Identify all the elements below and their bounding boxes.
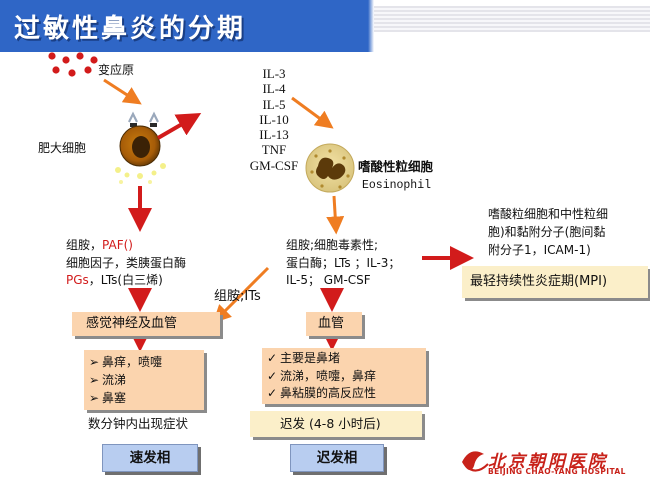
arrow-bullet-icon: ➢ <box>89 391 100 405</box>
list-item: ✓流涕，喷嚏，鼻痒 <box>267 368 426 386</box>
early-med-lts: ，LTs(白三烯) <box>88 273 163 287</box>
mast-cell-icon <box>115 111 166 184</box>
mechanism-line1: 嗜酸粒细胞和中性粒细 <box>488 207 609 221</box>
eosinophil-sublabel: Eosinophil <box>362 179 432 192</box>
mediator-item: IL-3 <box>262 66 286 81</box>
check-icon: ✓ <box>267 368 278 383</box>
early-med-paf: PAF() <box>102 238 133 252</box>
late-mediators-text: 组胺;细胞毒素性; 蛋白酶；LTs ；IL-3； IL-5； GM-CSF <box>286 237 400 290</box>
early-med-pgs: PGs <box>66 273 89 287</box>
early-onset-text: 数分钟内出现症状 <box>88 416 189 431</box>
vessel-box: 血管 <box>306 312 362 336</box>
late-med-line2: 蛋白酶；LTs ；IL-3； <box>286 255 401 270</box>
arrow-allergen-to-mast <box>103 78 142 105</box>
arrow-eosinophil-to-late-mediators <box>326 195 345 235</box>
mechanism-text: 嗜酸粒细胞和中性粒细 胞)和黏附分子(胞间黏 附分子1，ICAM-1) <box>488 205 608 259</box>
list-item: ➢流涕 <box>89 373 127 387</box>
mpi-box: 最轻持续性炎症期(MPI) <box>462 266 648 298</box>
mechanism-line3: 附分子1，ICAM-1) <box>488 243 591 257</box>
arrow-bullet-icon: ➢ <box>89 355 100 369</box>
early-phase-label: 速发相 <box>102 444 198 472</box>
list-item: ✓鼻粘膜的高反应性 <box>267 385 426 403</box>
arrow-mast-to-mediators <box>156 112 202 140</box>
allergen-label: 变应原 <box>98 63 135 77</box>
hospital-logo-icon <box>462 451 489 472</box>
histamine-its-label: 组胺;ITs <box>214 289 261 304</box>
eosinophil-icon <box>305 143 355 193</box>
hospital-logo-name: 北京朝阳医院 <box>488 452 608 472</box>
check-icon: ✓ <box>267 351 278 365</box>
arrow-late-to-sensory <box>212 266 270 324</box>
list-item: ➢鼻塞 <box>89 391 127 405</box>
mediator-item: IL-10 <box>259 111 289 127</box>
early-mediators-text: 组胺，PAF() 细胞因子，类胰蛋白酶 PGs，LTs(白三烯) <box>66 237 186 290</box>
title-banner <box>0 0 374 52</box>
list-item: ➢鼻痒，喷嚏 <box>89 355 163 369</box>
mediator-list: IL-3 IL-4 IL-5 IL-10 IL-13 TNF GM-CSF <box>244 66 304 173</box>
early-med-line2: 细胞因子，类胰蛋白酶 <box>66 255 187 270</box>
late-phase-label: 迟发相 <box>290 444 384 472</box>
mediator-item: TNF <box>261 142 287 158</box>
late-onset-box: 迟发 (4-8 小时后) <box>250 411 422 437</box>
mediator-item: IL-5 <box>262 96 286 112</box>
late-med-line1: 组胺;细胞毒素性; <box>286 238 379 252</box>
eosinophil-label: 嗜酸性粒细胞 <box>358 159 434 174</box>
page-title: 过敏性鼻炎的分期 <box>14 14 247 44</box>
list-item: ✓主要是鼻堵 <box>267 350 426 368</box>
mediator-item: IL-4 <box>262 81 286 97</box>
allergen-particles <box>48 52 98 77</box>
arrow-mediators-to-eosinophil <box>291 96 334 129</box>
mediator-item: GM-CSF <box>249 157 299 173</box>
early-symptoms-box: ➢鼻痒，喷嚏 ➢流涕 ➢鼻塞 <box>84 350 204 410</box>
hospital-logo-subtitle: BEIJING CHAO-YANG HOSPITAL <box>488 467 626 476</box>
late-symptoms-box: ✓主要是鼻堵 ✓流涕，喷嚏，鼻痒 ✓鼻粘膜的高反应性 <box>262 348 426 404</box>
mechanism-line2: 胞)和黏附分子(胞间黏 <box>488 225 606 239</box>
early-med-histamine: 组胺， <box>66 238 103 252</box>
title-stripe-decoration <box>374 6 650 32</box>
arrow-bullet-icon: ➢ <box>89 373 100 387</box>
check-icon: ✓ <box>267 386 278 400</box>
mast-cell-label: 肥大细胞 <box>38 141 87 155</box>
mediator-item: IL-13 <box>259 127 289 143</box>
late-med-line3: IL-5； GM-CSF <box>286 273 371 287</box>
sensory-nerve-box: 感觉神经及血管 <box>72 312 220 336</box>
